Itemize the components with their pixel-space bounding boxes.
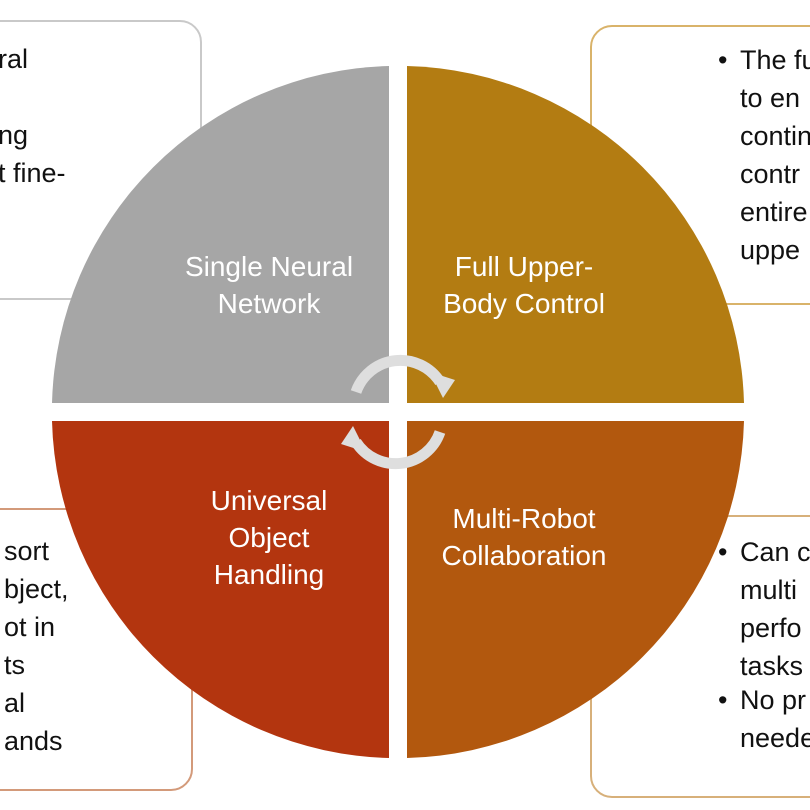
bullet-dot: • — [718, 537, 728, 567]
card-text-line: Can c — [740, 537, 810, 567]
card-text-line: The fu — [740, 45, 810, 75]
card-text-line: entire — [740, 197, 808, 227]
quadrant-label-line: Collaboration — [441, 540, 607, 571]
quadrant-label-line: Multi-Robot — [452, 503, 596, 534]
card-text-line: neede — [740, 723, 810, 753]
card-text-line: contin — [740, 121, 810, 151]
quadrant-label-full-upper-body-control: Full Upper- Body Control — [419, 248, 629, 322]
card-text-line: contr — [740, 159, 801, 189]
quadrant-full-upper-body-control — [407, 66, 744, 403]
quadrant-label-single-neural-network: Single Neural Network — [164, 248, 374, 322]
quadrant-label-line: Object — [228, 522, 310, 553]
quadrant-label-line: Single Neural — [184, 251, 354, 282]
card-text-line: multi — [740, 575, 798, 605]
card-text-line: ng — [0, 120, 29, 150]
quadrant-label-line: Full Upper- — [454, 251, 594, 282]
quadrant-label-line: Body Control — [443, 288, 605, 319]
quadrant-label-multi-robot-collaboration: Multi-Robot Collaboration — [414, 500, 634, 574]
quadrant-label-line: Handling — [213, 559, 325, 590]
quadrant-multi-robot-collaboration — [407, 421, 744, 758]
card-text-line: bject, — [4, 574, 69, 604]
card-text-line: ral — [0, 44, 29, 74]
card-text-line: ts — [4, 650, 26, 680]
quadrant-universal-object-handling — [52, 421, 389, 758]
bullet-dot: • — [718, 685, 728, 715]
cycle-arrow-top — [350, 354, 445, 395]
card-text-line: al — [4, 688, 26, 718]
cycle-arrowhead-top — [430, 372, 455, 398]
card-text-line: perfo — [740, 613, 802, 643]
quadrant-label-line: Universal — [210, 485, 328, 516]
quadrant-label-line: Network — [217, 288, 321, 319]
cycle-arrowhead-bottom — [341, 426, 366, 452]
card-text-line: No pr — [740, 685, 807, 715]
card-text-line: sort — [4, 536, 50, 566]
cycle-arrow-bottom — [351, 429, 446, 470]
card-text-line: uppe — [740, 235, 801, 265]
quadrant-label-universal-object-handling: Universal Object Handling — [164, 482, 374, 593]
card-text-line: tasks — [740, 651, 804, 681]
bullet-dot: • — [718, 45, 728, 75]
quadrant-single-neural-network — [52, 66, 389, 403]
card-text-line: ands — [4, 726, 63, 756]
card-text-line: ot in — [4, 612, 56, 642]
card-text-line: to en — [740, 83, 801, 113]
card-text-line: t fine- — [0, 158, 66, 188]
